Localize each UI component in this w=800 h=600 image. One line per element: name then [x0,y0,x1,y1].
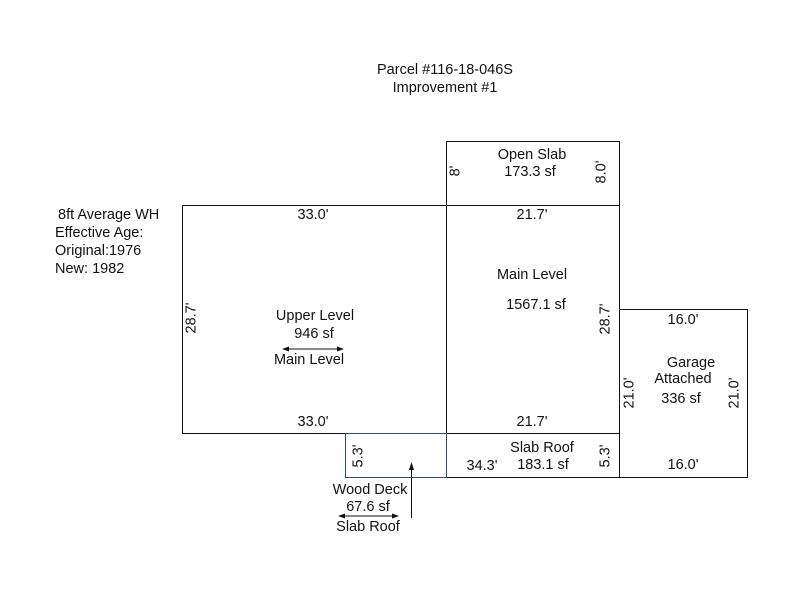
upper-level-bottom-dim: 33.0' [297,414,329,430]
main-level-outline [446,205,620,434]
wood-deck-area: 67.6 sf [346,499,390,515]
upper-level-left-dim: 28.7' [183,302,200,334]
upper-level-top-dim: 33.0' [297,207,329,223]
garage-area: 336 sf [661,391,701,407]
garage-right-dim: 21.0' [726,377,743,409]
wood-deck-sub-label: Slab Roof [336,519,400,535]
improvement-title: Improvement #1 [392,80,498,96]
open-slab-area: 173.3 sf [504,164,556,180]
main-level-right-dim: 28.7' [597,303,614,335]
garage-label: Garage [666,355,716,371]
note-original-year: Original:1976 [55,243,142,259]
slab-roof-area: 183.1 sf [517,457,569,473]
garage-left-dim: 21.0' [621,377,638,409]
upper-level-area: 946 sf [294,326,334,342]
slab-roof-label: Slab Roof [510,440,574,456]
garage-attached-label: Attached [654,371,712,387]
open-slab-right-dim: 8.0' [593,160,610,184]
slab-roof-right-dim: 5.3' [597,444,614,468]
note-effective-age: Effective Age: [55,225,144,241]
garage-bottom-dim: 16.0' [667,457,699,473]
wood-deck-left-dim: 5.3' [350,444,367,468]
wood-deck-label: Wood Deck [332,482,408,498]
open-slab-label: Open Slab [497,147,567,163]
upper-level-sub-label: Main Level [273,352,345,368]
main-level-label: Main Level [496,267,568,283]
main-level-bottom-dim: 21.7' [516,414,548,430]
parcel-title: Parcel #116-18-046S [377,62,513,78]
note-new-year: New: 1982 [55,261,125,277]
open-slab-left-dim: 8' [447,165,464,177]
upper-level-label: Upper Level [275,308,355,324]
main-level-top-dim: 21.7' [516,207,548,223]
deck-leader-arrow [409,462,414,518]
wood-deck-outline [345,433,447,478]
garage-outline [619,309,748,478]
wood-deck-arrow [338,513,399,519]
slab-roof-width-dim: 34.3' [466,458,498,474]
note-wall-height: 8ft Average WH [58,207,160,223]
upper-level-arrow [282,346,344,352]
garage-top-dim: 16.0' [667,312,699,328]
main-level-area: 1567.1 sf [506,297,566,313]
